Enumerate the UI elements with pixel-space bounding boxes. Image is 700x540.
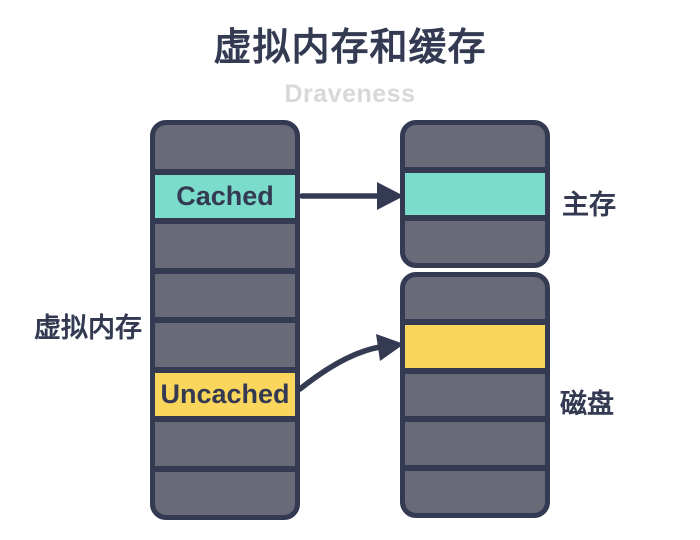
memory-cell [155,224,295,268]
memory-cell [405,470,545,513]
memory-cell [155,422,295,466]
uncached-to-disk-arrow [297,334,404,392]
memory-cell [155,323,295,367]
main-memory-column [400,120,550,268]
memory-cell-uncached: Uncached [155,372,295,416]
memory-cell-cached: Cached [155,174,295,218]
memory-cell [405,277,545,320]
page-title: 虚拟内存和缓存 [213,27,487,69]
memory-cell [155,471,295,515]
virtual-memory-label: 虚拟内存 [34,313,142,343]
disk-column [400,272,550,518]
memory-cell-uncached [405,325,545,368]
memory-cell [405,221,545,263]
memory-cell [155,125,295,169]
memory-cell [405,125,545,167]
memory-cell [405,373,545,417]
watermark-text: Draveness [284,80,416,108]
main-memory-label: 主存 [562,190,616,220]
disk-label: 磁盘 [560,389,614,419]
memory-cell-cached [405,173,545,215]
memory-cell [155,273,295,317]
cached-to-main-memory-arrow [299,182,404,210]
memory-cell [405,422,545,465]
